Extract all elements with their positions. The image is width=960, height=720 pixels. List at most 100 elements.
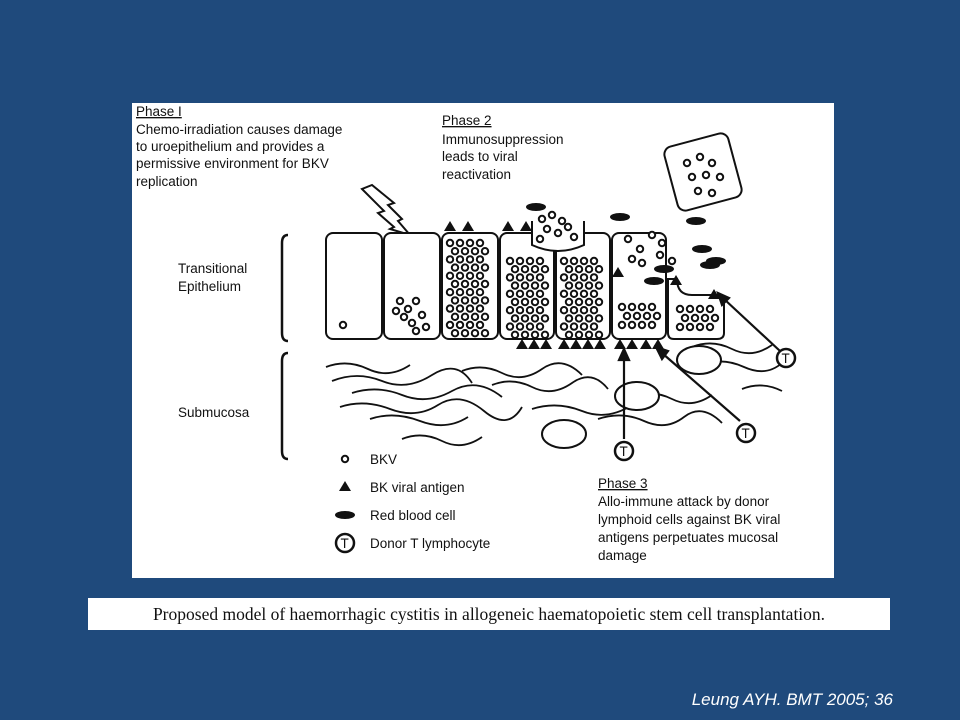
bkv-virus [460, 329, 470, 338]
bkv-virus [553, 228, 563, 238]
bkv-virus [455, 238, 465, 248]
bkv-virus [399, 312, 409, 322]
bkv-virus [584, 265, 594, 274]
legend-tcell-label: Donor T lymphocyte [370, 536, 490, 551]
bkv-virus [540, 314, 550, 323]
bkv-virus [455, 288, 465, 297]
bkv-virus [710, 313, 720, 323]
bkv-virus [667, 256, 677, 266]
bkv-virus [693, 186, 703, 196]
bkv-virus [647, 230, 657, 240]
bkv-virus [450, 263, 460, 272]
t-cell-arrows [617, 290, 781, 439]
bkv-virus [637, 320, 647, 330]
bkv-virus [564, 281, 574, 290]
bkv-virus [584, 330, 594, 339]
bk-antigen [558, 339, 570, 349]
bkv-virus [505, 273, 515, 282]
bkv-virus [540, 330, 550, 339]
bkv-virus [685, 304, 695, 314]
bkv-virus [564, 330, 574, 339]
phase-2-line: reactivation [442, 167, 511, 182]
t-cell-letter: T [742, 426, 750, 441]
legend-antigen-icon [339, 481, 351, 491]
bk-antigen [444, 221, 456, 231]
bkv-virus [642, 311, 652, 321]
bkv-virus [542, 224, 552, 234]
bkv-virus [525, 273, 535, 282]
bkv-virus [579, 322, 589, 331]
bkv-virus [510, 297, 520, 307]
bkv-virus [515, 289, 525, 298]
phase-3-line: Allo-immune attack by donor [598, 494, 770, 509]
bkv-virus [563, 222, 573, 232]
bkv-virus [594, 265, 604, 274]
bkv-virus [445, 255, 455, 264]
phase-2-title: Phase 2 [442, 113, 492, 128]
bkv-virus [535, 256, 545, 266]
red-blood-cell [686, 217, 706, 225]
bkv-virus [450, 279, 460, 289]
t-cell-letter: T [620, 444, 628, 459]
bkv-virus [450, 329, 460, 338]
bkv-virus [455, 320, 465, 330]
bkv-virus [455, 255, 465, 264]
bk-antigen [582, 339, 594, 349]
bk-antigen [502, 221, 514, 231]
bkv-virus [515, 322, 525, 331]
bkv-virus [407, 318, 417, 328]
bkv-virus [564, 314, 574, 323]
red-blood-cell [692, 245, 712, 253]
bkv-virus [690, 313, 700, 323]
legend-bkv-label: BKV [370, 452, 397, 467]
bkv-virus [559, 322, 569, 331]
bkv-virus [450, 312, 460, 321]
bkv-virus [559, 289, 569, 298]
bkv-virus [637, 258, 647, 268]
bkv-virus [574, 330, 584, 339]
bkv-virus [510, 314, 520, 323]
bkv-virus [535, 289, 545, 298]
bkv-virus [465, 238, 475, 248]
bkv-virus [515, 256, 525, 266]
bkv-virus [417, 310, 427, 320]
bkv-virus [475, 238, 485, 248]
bkv-virus [574, 265, 584, 274]
bkv-virus [535, 306, 545, 315]
phase-2-line: leads to viral [442, 149, 518, 164]
bkv-virus [475, 288, 485, 297]
bkv-virus [475, 255, 485, 264]
phase-3-title: Phase 3 [598, 476, 648, 491]
bkv-virus [520, 297, 530, 307]
bkv-virus [632, 311, 642, 321]
bkv-virus [470, 247, 480, 256]
donor-t-lymphocyte [613, 440, 635, 462]
bkv-virus [655, 250, 665, 260]
figure-panel: Phase I Chemo-irradiation causes damage … [132, 103, 834, 578]
bkv-virus [569, 232, 579, 242]
bkv-virus [480, 296, 490, 305]
bkv-virus [622, 311, 632, 321]
bkv-virus [391, 306, 401, 316]
legend-tcell-letter: T [341, 536, 349, 551]
bkv-virus [564, 265, 574, 274]
bkv-virus [445, 238, 455, 248]
bkv-virus [637, 302, 647, 312]
bkv-virus [530, 281, 540, 290]
lightning-bolt-icon [360, 183, 413, 237]
bkv-virus [480, 312, 490, 321]
bkv-virus [617, 302, 627, 312]
bkv-virus [623, 234, 633, 244]
bkv-virus [403, 304, 413, 314]
bkv-virus [559, 256, 569, 266]
bkv-virus [675, 304, 685, 314]
phase-3-line: lymphoid cells against BK viral [598, 512, 780, 527]
bkv-virus [559, 306, 569, 315]
bk-antigen [540, 339, 552, 349]
bkv-virus [569, 273, 579, 282]
bkv-virus [421, 322, 431, 332]
arrow [723, 298, 781, 352]
bkv-virus [530, 314, 540, 323]
bkv-virus [515, 306, 525, 315]
bkv-virus [445, 271, 455, 280]
